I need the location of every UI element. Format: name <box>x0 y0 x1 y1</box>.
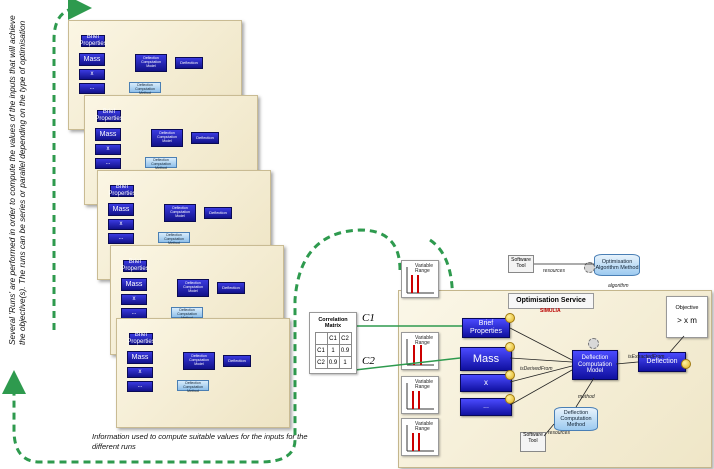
range-chart-icon <box>406 425 434 452</box>
isderivedfrom-label: isDerivedFrom <box>520 366 553 372</box>
cm-cell: C1 <box>314 344 328 358</box>
mini-method-cylinder: Deflection Computation Method <box>158 232 190 245</box>
cm-header-2: C2 <box>338 332 352 346</box>
software-tool-top-label: Software Tool <box>511 257 531 269</box>
mini-method-cylinder: Deflection Computation Method <box>129 82 161 95</box>
optimisation-service-panel <box>398 290 712 468</box>
dashed-arrow-to-runs <box>52 0 92 330</box>
mini-dots-node: ... <box>95 158 121 169</box>
cm-cell: 0.9 <box>338 344 352 358</box>
cm-cell: 1 <box>326 344 340 358</box>
mini-model-node: Deflection Computation Model <box>151 129 183 147</box>
key-icon <box>505 394 515 404</box>
objective-title: Objective <box>675 305 699 311</box>
mini-x-node: x <box>79 69 105 80</box>
mini-brief-node: Brief Properties <box>121 259 149 272</box>
cm-cell: 1 <box>338 356 352 370</box>
mini-dots-node: ... <box>79 83 105 94</box>
key-icon <box>505 313 515 323</box>
mini-model-node: Deflection Computation Model <box>164 204 196 222</box>
variable-range-label: Variable Range <box>415 379 433 391</box>
simulia-logo: SIMULIA <box>540 308 561 314</box>
mini-dots-node: ... <box>127 381 153 392</box>
key-icon <box>505 370 515 380</box>
mini-brief-node: Brief Properties <box>79 34 107 47</box>
c1-label: C1 <box>362 312 375 324</box>
deflection-method-cylinder: Deflection Computation Method <box>554 407 598 431</box>
mini-mass-node: Mass <box>95 128 121 141</box>
dots-node: ... <box>460 398 512 416</box>
mini-deflection-node: Deflection <box>223 355 251 367</box>
c2-label: C2 <box>362 355 375 367</box>
cm-cell: C2 <box>314 356 328 370</box>
gear-icon <box>588 338 599 349</box>
objective-box: Objective > x m <box>666 296 708 338</box>
resources-bottom-label: resources <box>548 430 570 436</box>
mini-deflection-node: Deflection <box>175 57 203 69</box>
mini-x-node: x <box>127 367 153 378</box>
mass-node: Mass <box>460 347 512 371</box>
variable-range-label: Variable Range <box>415 263 433 275</box>
mini-deflection-node: Deflection <box>191 132 219 144</box>
run-card-5: Brief Properties Mass x ... Deflection C… <box>116 318 290 428</box>
mini-brief-node: Brief Properties <box>127 332 155 345</box>
variable-range-1: Variable Range <box>401 260 439 298</box>
brief-properties-node: Brief Properties <box>462 318 510 338</box>
mini-x-node: x <box>108 219 134 230</box>
cm-cell: 0.9 <box>326 356 340 370</box>
mini-model-node: Deflection Computation Model <box>135 54 167 72</box>
correlation-table: C1 C2 C1 1 0.9 C2 0.9 1 <box>314 332 352 370</box>
service-title: Optimisation Service <box>508 293 594 309</box>
correlation-title: Correlation Matrix <box>318 317 348 330</box>
mini-mass-node: Mass <box>108 203 134 216</box>
c2-arrow <box>354 357 461 371</box>
variable-range-3: Variable Range <box>401 376 439 414</box>
algorithm-label: algorithm <box>608 283 629 289</box>
deflection-model-node: Deflection Computation Model <box>572 350 618 380</box>
variable-range-4: Variable Range <box>401 418 439 456</box>
software-tool-top: Software Tool <box>508 255 534 273</box>
cm-header-0 <box>314 332 328 346</box>
mini-brief-node: Brief Properties <box>108 184 136 197</box>
mini-model-node: Deflection Computation Model <box>177 279 209 297</box>
key-icon <box>681 359 691 369</box>
method-label: method <box>578 394 595 400</box>
variable-range-label: Variable Range <box>415 335 433 347</box>
mini-brief-node: Brief Properties <box>95 109 123 122</box>
mini-x-node: x <box>121 294 147 305</box>
objective-value: > x m <box>677 316 697 325</box>
range-chart-icon <box>406 339 434 366</box>
x-node: x <box>460 374 512 392</box>
variable-range-label: Variable Range <box>415 421 433 433</box>
mini-deflection-node: Deflection <box>204 207 232 219</box>
mini-deflection-node: Deflection <box>217 282 245 294</box>
mini-mass-node: Mass <box>127 351 153 364</box>
gear-icon <box>584 262 595 273</box>
isextractedfrom-label: isExtractedFrom <box>628 354 665 360</box>
mini-model-node: Deflection Computation Model <box>183 352 215 370</box>
mini-mass-node: Mass <box>121 278 147 291</box>
inputs-information-note: Information used to compute suitable val… <box>92 432 308 451</box>
key-icon <box>505 342 515 352</box>
range-chart-icon <box>406 383 434 410</box>
mini-method-cylinder: Deflection Computation Method <box>145 157 177 170</box>
mini-method-cylinder: Deflection Computation Method <box>177 380 209 393</box>
deflection-node: Deflection <box>638 352 686 372</box>
mini-dots-node: ... <box>108 233 134 244</box>
range-chart-icon <box>406 267 434 294</box>
run-card-1: Brief Properties Mass x ... Deflection C… <box>68 20 242 130</box>
mini-mass-node: Mass <box>79 53 105 66</box>
resources-top-label: resources <box>543 268 565 274</box>
dashed-loop-arrow <box>2 228 402 464</box>
cm-header-1: C1 <box>326 332 340 346</box>
mini-x-node: x <box>95 144 121 155</box>
correlation-matrix-box: Correlation Matrix C1 C2 C1 1 0.9 C2 0.9… <box>309 312 357 374</box>
software-tool-bottom: Software Tool <box>520 432 546 452</box>
